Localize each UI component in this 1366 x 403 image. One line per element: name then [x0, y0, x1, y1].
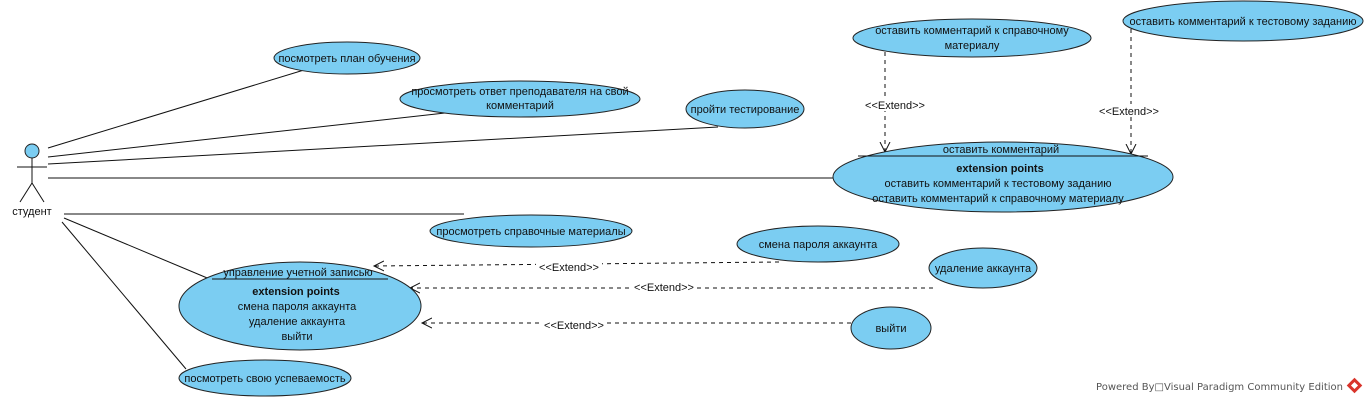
use-case-label: пройти тестирование: [691, 104, 800, 116]
actor-name: студент: [12, 206, 51, 218]
association-view-progress: [61, 221, 187, 370]
use-case-label-line2: материалу: [945, 40, 1000, 52]
extension-point: смена пароля аккаунта: [238, 301, 357, 313]
use-case-view-plan[interactable]: посмотреть план обучения: [273, 41, 421, 75]
extension-point: оставить комментарий к справочному матер…: [872, 193, 1124, 205]
use-case-label: оставить комментарий к тестовому заданию: [1129, 16, 1356, 28]
actor-head-icon: [24, 143, 40, 159]
visual-paradigm-logo-icon: [1346, 377, 1363, 394]
extend-label: <<Extend>>: [539, 262, 599, 274]
use-case-label-line1: оставить комментарий к справочному: [875, 25, 1069, 37]
use-case-view-materials[interactable]: просмотреть справочные материалы: [429, 214, 633, 248]
use-case-comment-material[interactable]: оставить комментарий к справочному матер…: [852, 18, 1092, 58]
watermark-text: Powered By□Visual Paradigm Community Edi…: [1096, 382, 1343, 393]
extension-point: оставить комментарий к тестовому заданию: [884, 178, 1111, 190]
use-case-delete-account[interactable]: удаление аккаунта: [928, 247, 1038, 289]
association-view-plan: [47, 69, 305, 149]
use-case-view-progress[interactable]: посмотреть свою успеваемость: [178, 359, 352, 397]
extension-point: выйти: [281, 331, 312, 343]
use-case-label-line2: комментарий: [486, 100, 554, 112]
use-case-comment-test[interactable]: оставить комментарий к тестовому заданию: [1122, 0, 1364, 42]
extend-label: <<Extend>>: [865, 100, 925, 112]
use-case-logout[interactable]: выйти: [850, 306, 932, 350]
use-case-account-management[interactable]: управление учетной записью extension poi…: [178, 261, 422, 351]
use-case-label: посмотреть план обучения: [278, 53, 415, 65]
use-case-label: смена пароля аккаунта: [759, 239, 878, 251]
use-case-label: посмотреть свою успеваемость: [184, 373, 346, 385]
association-account-management: [63, 217, 213, 281]
extend-label: <<Extend>>: [544, 320, 604, 332]
use-case-label: просмотреть справочные материалы: [436, 226, 625, 238]
use-case-change-password[interactable]: смена пароля аккаунта: [736, 225, 900, 263]
use-case-label: удаление аккаунта: [935, 263, 1032, 275]
association-take-test: [47, 126, 719, 165]
association-view-answer: [47, 112, 446, 158]
use-case-leave-comment[interactable]: оставить комментарий extension points ос…: [832, 141, 1174, 213]
use-case-label-line1: просмотреть ответ преподавателя на свой: [411, 86, 628, 98]
use-case-label: выйти: [875, 323, 906, 335]
extension-point: удаление аккаунта: [249, 316, 346, 328]
use-case-title: управление учетной записью: [223, 267, 372, 279]
use-case-view-answer[interactable]: просмотреть ответ преподавателя на свой …: [399, 80, 641, 118]
extension-points-header: extension points: [956, 163, 1043, 175]
extend-label: <<Extend>>: [634, 282, 694, 294]
use-case-take-test[interactable]: пройти тестирование: [685, 89, 805, 129]
extend-label: <<Extend>>: [1099, 106, 1159, 118]
actor-student[interactable]: студент: [12, 143, 52, 218]
extension-points-header: extension points: [252, 286, 339, 298]
use-case-title: оставить комментарий: [943, 144, 1059, 156]
